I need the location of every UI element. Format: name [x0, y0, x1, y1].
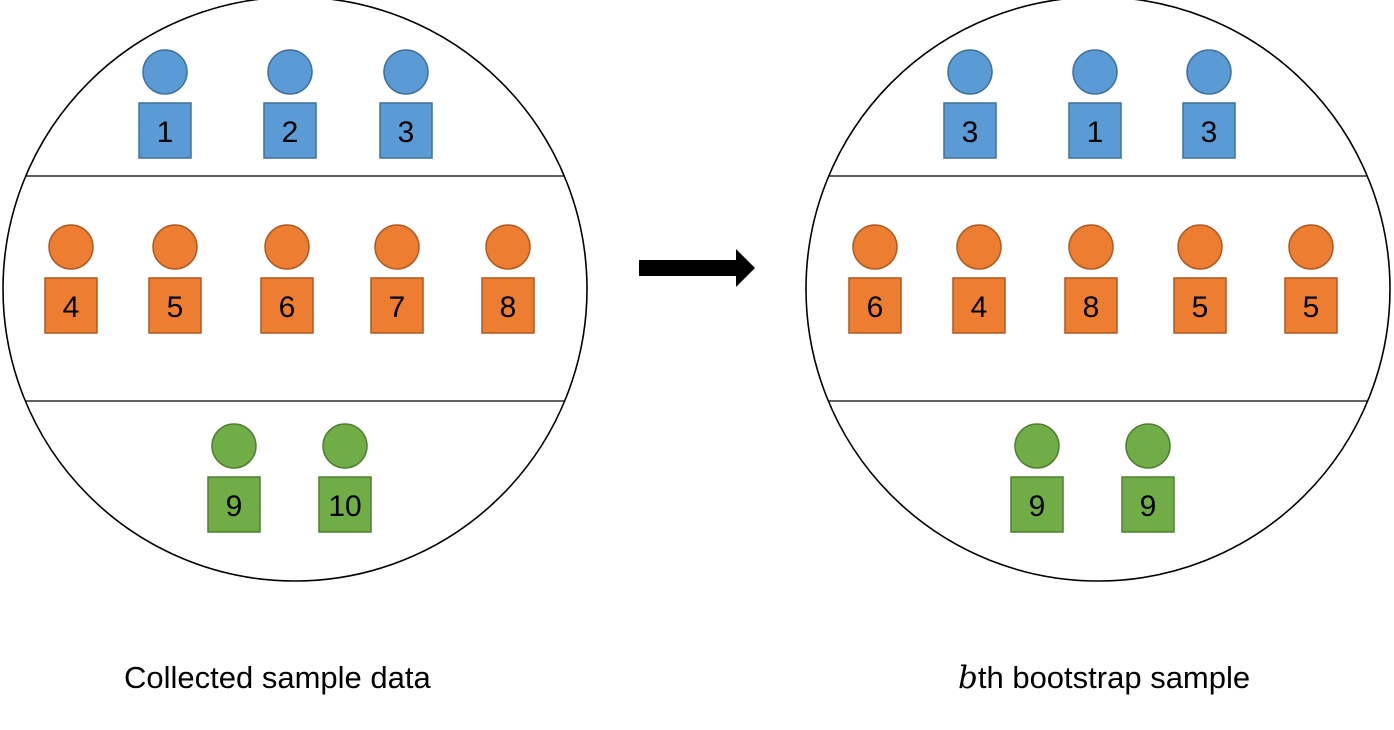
- bootstrap-person-blue-2: 1: [1068, 49, 1122, 159]
- person-number-label: 8: [1083, 291, 1100, 324]
- collected-person-blue-2: 2: [263, 49, 317, 159]
- collected-person-green-1: 9: [207, 423, 261, 533]
- person-body-box: [952, 277, 1006, 334]
- person-number-label: 6: [867, 291, 884, 324]
- collected-person-orange-3: 6: [260, 224, 314, 334]
- person-number-label: 3: [962, 116, 979, 149]
- person-number-label: 5: [1192, 291, 1209, 324]
- bootstrap-person-blue-1: 3: [943, 49, 997, 159]
- person-number-label: 9: [1029, 490, 1046, 523]
- person-head-icon: [1177, 224, 1223, 270]
- person-head-icon: [48, 224, 94, 270]
- collected-person-green-2: 10: [318, 423, 372, 533]
- collected-person-orange-5: 8: [481, 224, 535, 334]
- person-number-label: 6: [279, 291, 296, 324]
- person-head-icon: [142, 49, 188, 95]
- person-number-label: 9: [1140, 490, 1157, 523]
- person-head-icon: [374, 224, 420, 270]
- person-head-icon: [1186, 49, 1232, 95]
- person-head-icon: [947, 49, 993, 95]
- person-number-label: 8: [500, 291, 517, 324]
- person-head-icon: [1068, 224, 1114, 270]
- person-body-box: [148, 277, 202, 334]
- person-number-label: 2: [282, 116, 299, 149]
- person-number-label: 7: [389, 291, 406, 324]
- bootstrap-sample-circle: 3 1 3 6 4 8 5 5 9 9: [805, 0, 1391, 582]
- right-arrow-icon: [639, 249, 755, 287]
- person-head-icon: [1014, 423, 1060, 469]
- person-body-box: [1068, 102, 1122, 159]
- person-body-box: [44, 277, 98, 334]
- person-number-label: 5: [1303, 291, 1320, 324]
- person-body-box: [1010, 476, 1064, 533]
- person-head-icon: [1125, 423, 1171, 469]
- bootstrap-sample-caption: bth bootstrap sample: [958, 660, 1250, 696]
- bootstrap-person-blue-3: 3: [1182, 49, 1236, 159]
- person-head-icon: [1288, 224, 1334, 270]
- bootstrap-person-orange-1: 6: [848, 224, 902, 334]
- person-body-box: [1284, 277, 1338, 334]
- collected-sample-caption: Collected sample data: [124, 660, 431, 695]
- collected-sample-circle: 1 2 3 4 5 6 7 8 9 10: [2, 0, 588, 582]
- bootstrap-person-orange-4: 5: [1173, 224, 1227, 334]
- person-head-icon: [264, 224, 310, 270]
- collected-person-blue-1: 1: [138, 49, 192, 159]
- bootstrap-person-orange-2: 4: [952, 224, 1006, 334]
- collected-person-blue-3: 3: [379, 49, 433, 159]
- person-number-label: 1: [1087, 116, 1104, 149]
- person-head-icon: [267, 49, 313, 95]
- person-head-icon: [852, 224, 898, 270]
- bootstrap-person-green-1: 9: [1010, 423, 1064, 533]
- bootstrap-index-variable: b: [958, 660, 978, 696]
- person-body-box: [260, 277, 314, 334]
- person-body-box: [943, 102, 997, 159]
- collected-person-orange-1: 4: [44, 224, 98, 334]
- person-body-box: [370, 277, 424, 334]
- person-body-box: [1121, 476, 1175, 533]
- person-head-icon: [1072, 49, 1118, 95]
- person-number-label: 4: [63, 291, 80, 324]
- collected-person-orange-4: 7: [370, 224, 424, 334]
- bootstrap-person-green-2: 9: [1121, 423, 1175, 533]
- person-head-icon: [485, 224, 531, 270]
- person-body-box: [263, 102, 317, 159]
- person-head-icon: [956, 224, 1002, 270]
- person-body-box: [207, 476, 261, 533]
- person-head-icon: [322, 423, 368, 469]
- person-body-box: [481, 277, 535, 334]
- person-number-label: 4: [971, 291, 988, 324]
- person-head-icon: [152, 224, 198, 270]
- person-number-label: 3: [398, 116, 415, 149]
- person-body-box: [1173, 277, 1227, 334]
- person-body-box: [318, 476, 372, 533]
- arrow-shape: [639, 249, 755, 287]
- bootstrap-person-orange-5: 5: [1284, 224, 1338, 334]
- person-body-box: [379, 102, 433, 159]
- person-number-label: 5: [167, 291, 184, 324]
- bootstrap-caption-text: th bootstrap sample: [977, 660, 1251, 695]
- person-head-icon: [383, 49, 429, 95]
- person-head-icon: [211, 423, 257, 469]
- person-number-label: 9: [226, 490, 243, 523]
- collected-person-orange-2: 5: [148, 224, 202, 334]
- person-body-box: [1064, 277, 1118, 334]
- person-number-label: 10: [328, 490, 361, 523]
- person-body-box: [138, 102, 192, 159]
- person-number-label: 1: [157, 116, 174, 149]
- person-body-box: [848, 277, 902, 334]
- bootstrap-person-orange-3: 8: [1064, 224, 1118, 334]
- person-body-box: [1182, 102, 1236, 159]
- person-number-label: 3: [1201, 116, 1218, 149]
